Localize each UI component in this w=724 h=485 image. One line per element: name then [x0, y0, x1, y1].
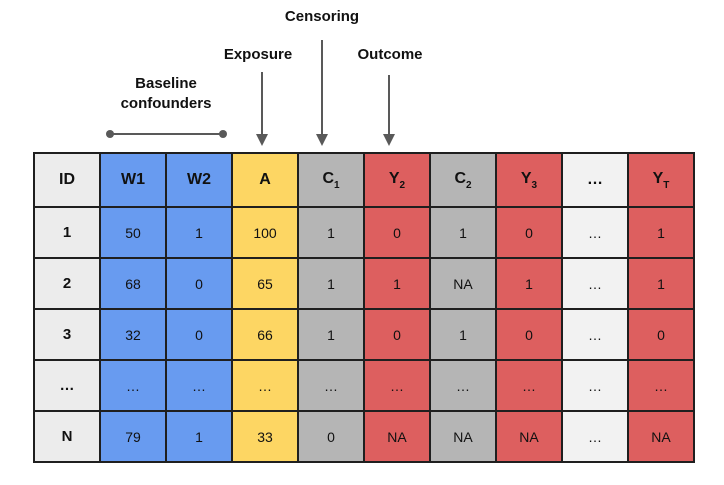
cell-y2-row3: 0 — [363, 308, 431, 361]
cell-dots-row3: … — [561, 308, 629, 361]
censoring-arrow-icon — [316, 40, 328, 146]
cell-w1-row4: … — [99, 359, 167, 412]
arrow-head — [316, 134, 328, 146]
censoring-label: Censoring — [284, 8, 360, 25]
outcome-arrow-icon — [383, 75, 395, 146]
column-header-c2: C2 — [429, 152, 497, 208]
column-header-subscript: 3 — [531, 179, 538, 191]
column-header-w1: W1 — [99, 152, 167, 208]
cell-w1-row2: 68 — [99, 257, 167, 310]
cell-dots-row2: … — [561, 257, 629, 310]
baseline-range-line-icon — [106, 130, 227, 138]
baseline-label-line2: confounders — [120, 95, 212, 112]
cell-y2-row1: 0 — [363, 206, 431, 259]
cell-w1-row5: 79 — [99, 410, 167, 463]
cell-w2-row3: 0 — [165, 308, 233, 361]
column-header-yt: YT — [627, 152, 695, 208]
column-header-id: ID — [33, 152, 101, 208]
arrow-head — [256, 134, 268, 146]
cell-y3-row1: 0 — [495, 206, 563, 259]
baseline-confounders-label: Baseline confounders — [121, 74, 212, 114]
cell-c1-row3: 1 — [297, 308, 365, 361]
cell-a-row3: 66 — [231, 308, 299, 361]
cell-w1-row1: 50 — [99, 206, 167, 259]
cell-dots-row4: … — [561, 359, 629, 412]
cell-c2-row2: NA — [429, 257, 497, 310]
cell-id-row1: 1 — [33, 206, 101, 259]
arrow-shaft — [388, 75, 390, 134]
column-header-w2: W2 — [165, 152, 233, 208]
cell-yt-row5: NA — [627, 410, 695, 463]
cell-c2-row4: … — [429, 359, 497, 412]
cell-y3-row3: 0 — [495, 308, 563, 361]
column-header-y3: Y3 — [495, 152, 563, 208]
cell-y2-row4: … — [363, 359, 431, 412]
cell-dots-row1: … — [561, 206, 629, 259]
cell-y2-row2: 1 — [363, 257, 431, 310]
column-header-subscript: T — [663, 179, 670, 191]
arrow-head — [383, 134, 395, 146]
cell-c1-row1: 1 — [297, 206, 365, 259]
cell-yt-row3: 0 — [627, 308, 695, 361]
cell-id-row4: … — [33, 359, 101, 412]
cell-w2-row1: 1 — [165, 206, 233, 259]
cell-y3-row4: … — [495, 359, 563, 412]
cell-c2-row5: NA — [429, 410, 497, 463]
cell-c1-row5: 0 — [297, 410, 365, 463]
column-header-subscript: 2 — [466, 179, 472, 191]
column-header-subscript: 2 — [399, 179, 406, 191]
baseline-label-line1: Baseline — [135, 75, 197, 92]
cell-y2-row5: NA — [363, 410, 431, 463]
column-header-y2: Y2 — [363, 152, 431, 208]
cell-y3-row2: 1 — [495, 257, 563, 310]
arrow-shaft — [261, 72, 263, 134]
cell-yt-row1: 1 — [627, 206, 695, 259]
cell-id-row3: 3 — [33, 308, 101, 361]
cell-dots-row5: … — [561, 410, 629, 463]
cell-a-row5: 33 — [231, 410, 299, 463]
cell-w2-row4: … — [165, 359, 233, 412]
cell-w2-row5: 1 — [165, 410, 233, 463]
cell-c1-row4: … — [297, 359, 365, 412]
cell-yt-row2: 1 — [627, 257, 695, 310]
arrow-shaft — [321, 40, 323, 134]
cell-w2-row2: 0 — [165, 257, 233, 310]
cell-yt-row4: … — [627, 359, 695, 412]
cell-y3-row5: NA — [495, 410, 563, 463]
exposure-label: Exposure — [223, 46, 293, 63]
range-endpoint-left-icon — [106, 130, 114, 138]
cell-c2-row1: 1 — [429, 206, 497, 259]
column-header-c1: C1 — [297, 152, 365, 208]
column-header-dots: … — [561, 152, 629, 208]
cell-a-row2: 65 — [231, 257, 299, 310]
column-header-a: A — [231, 152, 299, 208]
cell-a-row4: … — [231, 359, 299, 412]
cell-id-row2: 2 — [33, 257, 101, 310]
range-endpoint-right-icon — [219, 130, 227, 138]
cell-a-row1: 100 — [231, 206, 299, 259]
cell-c1-row2: 1 — [297, 257, 365, 310]
table-row: ………………………… — [33, 359, 695, 412]
column-header-subscript: 1 — [334, 179, 340, 191]
cell-w1-row3: 32 — [99, 308, 167, 361]
outcome-label: Outcome — [357, 46, 423, 63]
cell-c2-row3: 1 — [429, 308, 497, 361]
cell-id-row5: N — [33, 410, 101, 463]
exposure-arrow-icon — [256, 72, 268, 146]
